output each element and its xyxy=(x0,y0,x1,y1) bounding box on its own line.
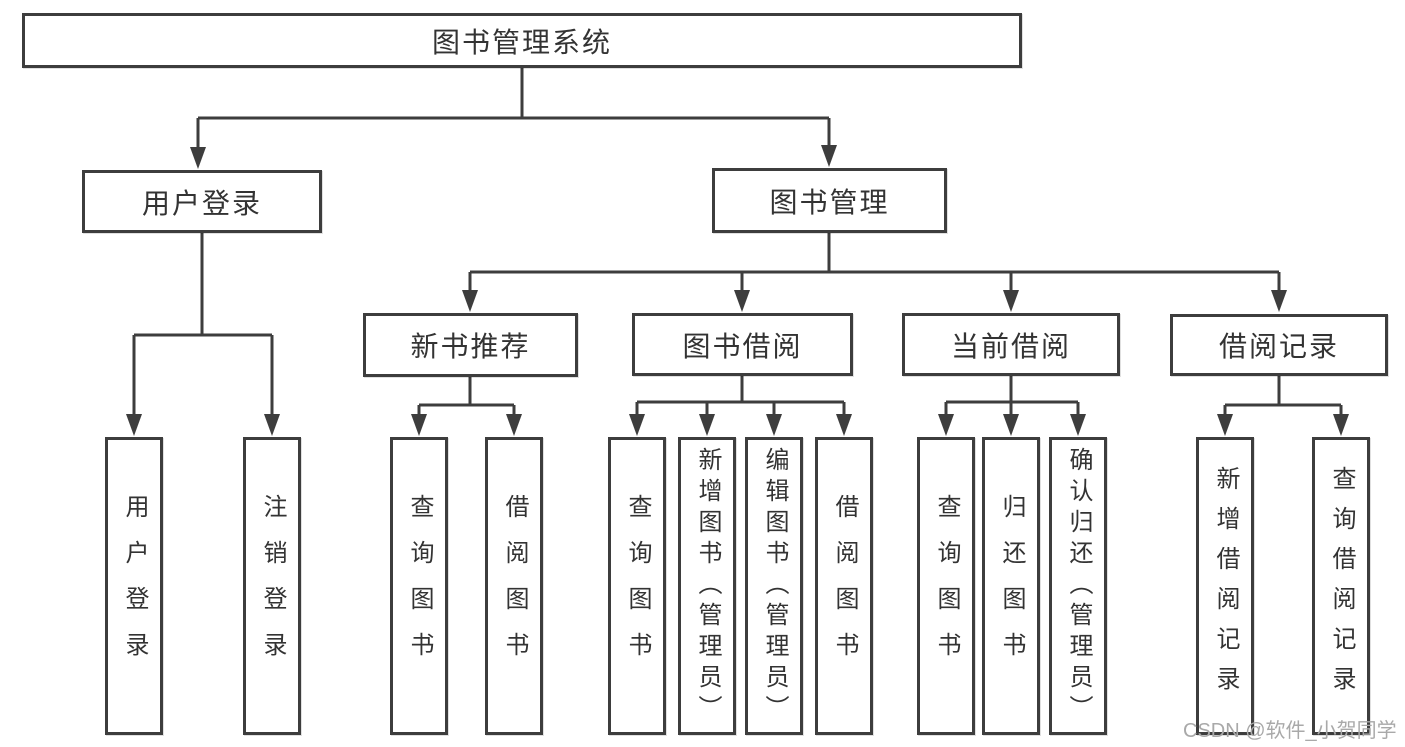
leaf-borrow-books: 借阅图书 xyxy=(485,437,543,735)
connector-new-book-branch xyxy=(417,377,516,418)
leaf-borrow-books-2: 借阅图书 xyxy=(815,437,873,735)
leaf-confirm-return-admin-label: 确认归还（管理员） xyxy=(1065,446,1092,726)
leaf-edit-book-admin: 编辑图书（管理员） xyxy=(745,437,803,735)
leaf-query-books-2: 查询图书 xyxy=(608,437,666,735)
leaf-user-login-label: 用户登录 xyxy=(121,494,148,678)
leaf-edit-book-admin-label: 编辑图书（管理员） xyxy=(761,446,788,726)
leaf-query-borrow-record: 查询借阅记录 xyxy=(1312,437,1370,735)
connector-current-borrow-branch xyxy=(944,376,1080,418)
node-book-borrow: 图书借阅 xyxy=(632,313,853,376)
node-book-management-label: 图书管理 xyxy=(769,186,890,218)
leaf-logout-label: 注销登录 xyxy=(259,494,286,678)
leaf-add-borrow-record-label: 新增借阅记录 xyxy=(1212,466,1239,706)
node-current-borrow: 当前借阅 xyxy=(902,313,1120,376)
node-root-system: 图书管理系统 xyxy=(22,13,1022,68)
node-new-book-recommend-label: 新书推荐 xyxy=(410,331,531,362)
leaf-query-books-3: 查询图书 xyxy=(917,437,975,735)
node-current-borrow-label: 当前借阅 xyxy=(950,330,1071,362)
leaf-add-book-admin: 新增图书（管理员） xyxy=(678,437,736,735)
connector-borrow-records-branch xyxy=(1223,376,1343,418)
leaf-return-book: 归还图书 xyxy=(982,437,1040,735)
node-borrow-records: 借阅记录 xyxy=(1170,314,1388,376)
node-book-management: 图书管理 xyxy=(712,168,947,233)
connector-book-borrow-branch xyxy=(635,376,846,418)
csdn-watermark: CSDN @软件_小贺同学 xyxy=(1183,720,1397,742)
leaf-query-books-label: 查询图书 xyxy=(406,494,433,678)
node-new-book-recommend: 新书推荐 xyxy=(363,313,578,377)
leaf-return-book-label: 归还图书 xyxy=(998,494,1025,678)
node-user-login: 用户登录 xyxy=(82,170,322,233)
leaf-user-login: 用户登录 xyxy=(105,437,163,735)
leaf-add-borrow-record: 新增借阅记录 xyxy=(1196,437,1254,735)
node-root-system-label: 图书管理系统 xyxy=(431,26,612,58)
leaf-add-book-admin-label: 新增图书（管理员） xyxy=(694,446,721,726)
leaf-query-books-3-label: 查询图书 xyxy=(933,494,960,678)
node-borrow-records-label: 借阅记录 xyxy=(1218,331,1339,362)
leaf-query-borrow-record-label: 查询借阅记录 xyxy=(1328,466,1355,706)
leaf-borrow-books-label: 借阅图书 xyxy=(501,494,528,678)
leaf-logout: 注销登录 xyxy=(243,437,301,735)
leaf-query-books: 查询图书 xyxy=(390,437,448,735)
leaf-query-books-2-label: 查询图书 xyxy=(624,494,651,678)
connector-book-management-branch xyxy=(468,233,1281,292)
leaf-confirm-return-admin: 确认归还（管理员） xyxy=(1049,437,1107,735)
leaf-borrow-books-2-label: 借阅图书 xyxy=(831,494,858,678)
node-book-borrow-label: 图书借阅 xyxy=(682,330,803,362)
connector-root-to-level2 xyxy=(196,68,831,150)
node-user-login-label: 用户登录 xyxy=(141,187,262,219)
connector-user-login-branch xyxy=(132,233,274,417)
